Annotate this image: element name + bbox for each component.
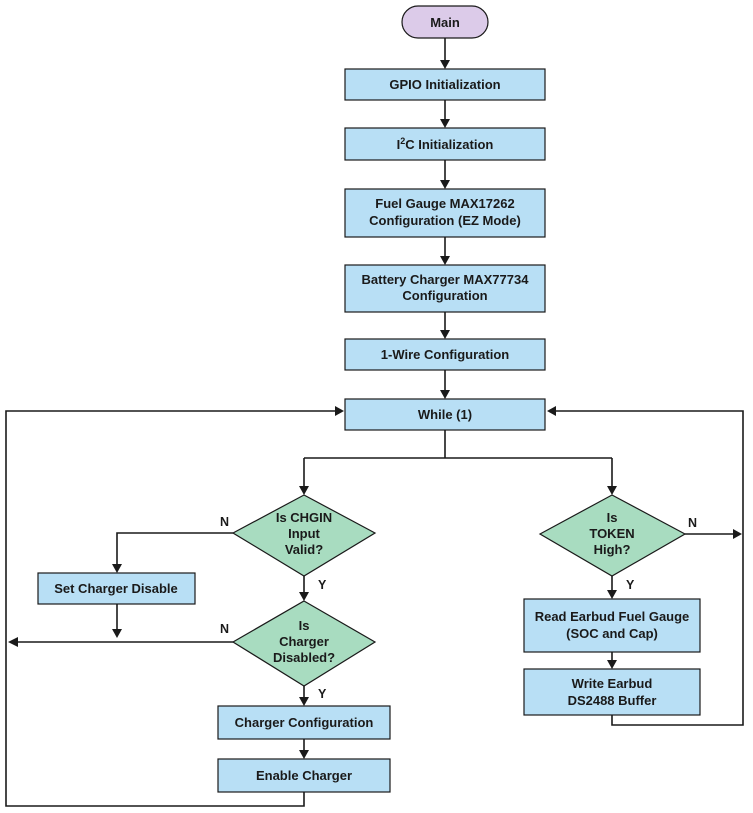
arrowhead [607,590,617,599]
write-buffer-step: Write Earbud DS2488 Buffer [523,668,701,716]
arrowhead [335,406,344,416]
token-decision-line1: Is [607,510,618,525]
edge-while-split [303,430,613,488]
set-charger-disable-label: Set Charger Disable [54,581,178,596]
one-wire-config-label: 1-Wire Configuration [381,347,509,362]
arrowhead [733,529,742,539]
chgin-decision-line2: Input [288,526,320,541]
disabled-yes-label: Y [318,687,327,701]
i2c-suffix: C Initialization [405,137,493,152]
token-decision-line3: High? [594,542,631,557]
connectors [5,38,744,807]
arrowhead [440,330,450,339]
arrowhead [440,119,450,128]
arrowhead [547,406,556,416]
battery-charger-config-label-line2: Configuration [402,288,487,303]
battery-charger-config-label-line1: Battery Charger MAX77734 [362,272,530,287]
arrowhead [8,637,18,647]
arrowhead [299,750,309,759]
charger-configuration-label: Charger Configuration [235,715,374,730]
write-buffer-label-line2: DS2488 Buffer [568,693,657,708]
enable-charger-step: Enable Charger [217,758,391,793]
read-fuel-gauge-label-line1: Read Earbud Fuel Gauge [535,609,690,624]
fuel-gauge-config-label-line2: Configuration (EZ Mode) [369,213,521,228]
fuel-gauge-config-step: Fuel Gauge MAX17262 Configuration (EZ Mo… [344,188,546,238]
fuel-gauge-config-label-line1: Fuel Gauge MAX17262 [375,196,514,211]
edge-loop-left [5,410,335,807]
while-loop-label: While (1) [418,407,472,422]
token-high-decision: Is TOKEN High? [538,494,687,577]
arrowhead [299,486,309,495]
gpio-init-step: GPIO Initialization [344,68,546,101]
arrowhead [112,629,122,638]
token-yes-label: Y [626,578,635,592]
arrowheads [8,60,742,759]
charger-configuration-step: Charger Configuration [217,705,391,740]
edge-loop-right [556,410,744,726]
one-wire-config-step: 1-Wire Configuration [344,338,546,371]
chgin-no-label: N [220,515,229,529]
arrowhead [440,256,450,265]
charger-disabled-decision-line2: Charger [279,634,329,649]
arrowhead [112,564,122,573]
start-terminal: Main [401,5,489,39]
charger-disabled-decision-line1: Is [299,618,310,633]
enable-charger-label: Enable Charger [256,768,352,783]
chgin-decision-line1: Is CHGIN [276,510,332,525]
read-fuel-gauge-step: Read Earbud Fuel Gauge (SOC and Cap) [523,598,701,653]
while-loop-step: While (1) [344,398,546,431]
i2c-init-label: I2C Initialization [397,136,494,152]
chgin-decision-line3: Valid? [285,542,323,557]
arrowhead [299,592,309,601]
charger-disabled-decision: Is Charger Disabled? [231,600,377,687]
i2c-init-step: I2C Initialization [344,127,546,161]
edge-labels: N Y N Y N Y [220,515,697,701]
arrowhead [440,180,450,189]
set-charger-disable-step: Set Charger Disable [37,572,196,605]
token-decision-line2: TOKEN [589,526,634,541]
write-buffer-label-line1: Write Earbud [572,676,653,691]
i2c-prefix: I [397,137,401,152]
start-label: Main [430,15,460,30]
battery-charger-config-step: Battery Charger MAX77734 Configuration [344,264,546,313]
chgin-valid-decision: Is CHGIN Input Valid? [231,494,377,577]
i2c-superscript: 2 [400,136,405,146]
arrowhead [607,660,617,669]
arrowhead [299,697,309,706]
chgin-yes-label: Y [318,578,327,592]
arrowhead [607,486,617,495]
token-no-label: N [688,516,697,530]
arrowhead [440,390,450,399]
charger-disabled-decision-line3: Disabled? [273,650,335,665]
arrowhead [440,60,450,69]
read-fuel-gauge-label-line2: (SOC and Cap) [566,626,658,641]
disabled-no-label: N [220,622,229,636]
gpio-init-label: GPIO Initialization [389,77,500,92]
edge-chgin-no [116,532,233,566]
